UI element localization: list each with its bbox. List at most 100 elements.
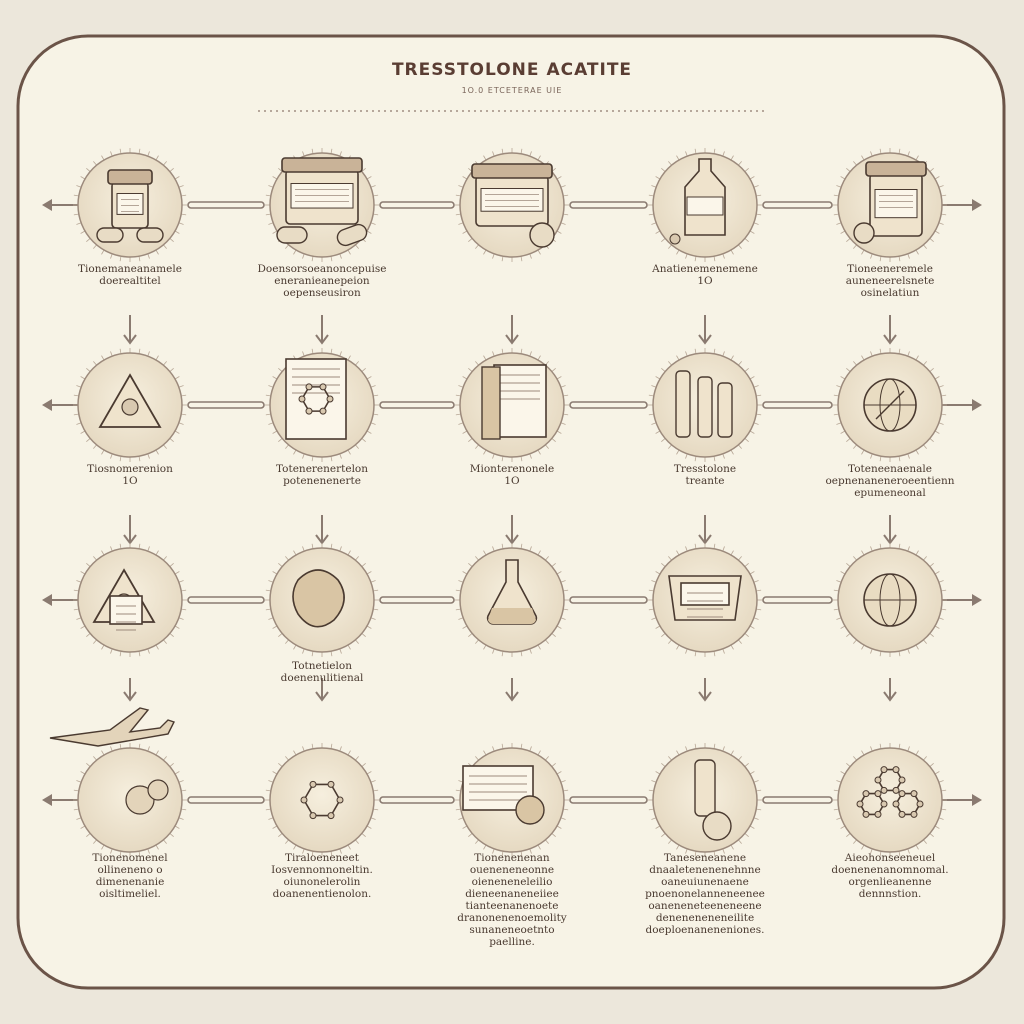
caption-line: osinelatiun — [860, 287, 920, 299]
caption-line: oiunonelerolin — [283, 876, 361, 888]
row-connector — [42, 594, 982, 606]
connector-bar — [762, 401, 833, 409]
caption-line: pnoenonelanneneenee — [645, 888, 765, 900]
down-arrow — [123, 315, 137, 345]
caption-line: dennnstion. — [858, 888, 922, 900]
molecule-document-icon — [285, 358, 347, 440]
caption-line: treante — [685, 475, 725, 487]
caption-line: Totenerenertelon — [275, 463, 369, 475]
caption-line: deneneneneneilite — [655, 912, 755, 924]
down-arrow — [315, 315, 329, 345]
step-node — [455, 543, 569, 657]
step-node — [648, 148, 762, 262]
step-node — [833, 743, 947, 857]
node-circle — [837, 747, 943, 853]
step-node — [833, 148, 947, 262]
step-node — [73, 348, 187, 462]
down-arrow — [123, 678, 137, 702]
caption-line: epumeneonal — [854, 487, 926, 499]
step-node — [455, 148, 569, 262]
caption-line: 1O — [122, 475, 138, 487]
row-connector — [42, 399, 982, 411]
down-arrow — [315, 678, 329, 702]
step-node — [833, 543, 947, 657]
caption-line: dieneenaneneiiee — [465, 888, 559, 900]
organ-icon — [292, 569, 345, 628]
step-node — [455, 348, 569, 462]
caption-line: dimenenanie — [95, 876, 165, 888]
warning-sign-icon — [92, 568, 156, 631]
caption-line: dnaaletenenenehnne — [649, 864, 761, 876]
caption-line: doanenentienolon. — [272, 888, 372, 900]
right-arrowhead — [972, 594, 982, 606]
step-node — [265, 148, 379, 262]
left-arrowhead — [42, 199, 52, 211]
caption-line: Aieohonseeneuel — [844, 852, 936, 864]
step-node — [648, 743, 762, 857]
right-arrowhead — [972, 794, 982, 806]
down-arrow — [505, 678, 519, 702]
left-arrowhead — [42, 594, 52, 606]
caption-line: Anatienemenemene — [652, 263, 758, 275]
pill-bottle-icon — [96, 169, 164, 243]
connector-bar — [379, 596, 455, 604]
caption-line: dranonenenoemolity — [457, 912, 567, 924]
step-node — [73, 543, 187, 657]
connector-bar — [569, 596, 648, 604]
caption-line: eneranieanepeion — [274, 275, 370, 287]
diagram-title: TRESSTOLONE ACATITE — [391, 60, 633, 80]
caption-line: doenenulitienal — [280, 672, 364, 684]
caption-line: Tionenomenel — [92, 852, 168, 864]
caption-line: 1O — [504, 475, 520, 487]
caption-line: Tresstolone — [673, 463, 737, 475]
step-node — [73, 148, 187, 262]
medicine-bottle-icon — [853, 161, 927, 244]
caption-line: oaneuiunenaene — [661, 876, 749, 888]
caption-line: Iosvennonnoneltin. — [271, 864, 373, 876]
caption-line: Toteneenaenale — [848, 463, 932, 475]
step-node — [73, 743, 187, 857]
step-node — [455, 743, 569, 857]
caption-line: Mionterenonele — [469, 463, 555, 475]
book-icon — [481, 364, 547, 440]
caption-line: tianteenanenoete — [465, 900, 559, 912]
airplane-icon — [49, 707, 175, 747]
caption-line: Tionenenenan — [474, 852, 550, 864]
connector-bar — [569, 401, 648, 409]
airplane-icon — [125, 779, 169, 815]
step-node — [648, 543, 762, 657]
caption-line: sunaneneoetnto — [469, 924, 555, 936]
step-node — [648, 348, 762, 462]
medicine-jar-icon — [276, 157, 368, 247]
hexagon-pills-icon — [856, 766, 924, 818]
caption-line: potenenenerte — [283, 475, 361, 487]
connector-bar — [762, 596, 833, 604]
caption-line: oepnenaneneroeentienn — [825, 475, 955, 487]
pill-jar-icon — [471, 163, 555, 248]
connector-bar — [187, 401, 265, 409]
down-arrow — [698, 678, 712, 702]
step-node — [833, 348, 947, 462]
caption-line: oieneneneleilio — [471, 876, 553, 888]
caption-line: 1O — [697, 275, 713, 287]
caption-line: oaneneneteeneneene — [648, 900, 762, 912]
caption-line: oisltimeliel. — [99, 888, 161, 900]
caption-line: Tiosnomerenion — [87, 463, 173, 475]
node-circle — [269, 747, 375, 853]
left-arrowhead — [42, 399, 52, 411]
diagram-subtitle: 1O.0 ETCETERAE UIE — [461, 86, 563, 95]
caption-line: Totnetielon — [292, 660, 352, 672]
globe-icon — [863, 573, 917, 627]
connector-bar — [379, 401, 455, 409]
caption-line: paelline. — [489, 936, 535, 948]
molecule-icon — [300, 780, 344, 820]
